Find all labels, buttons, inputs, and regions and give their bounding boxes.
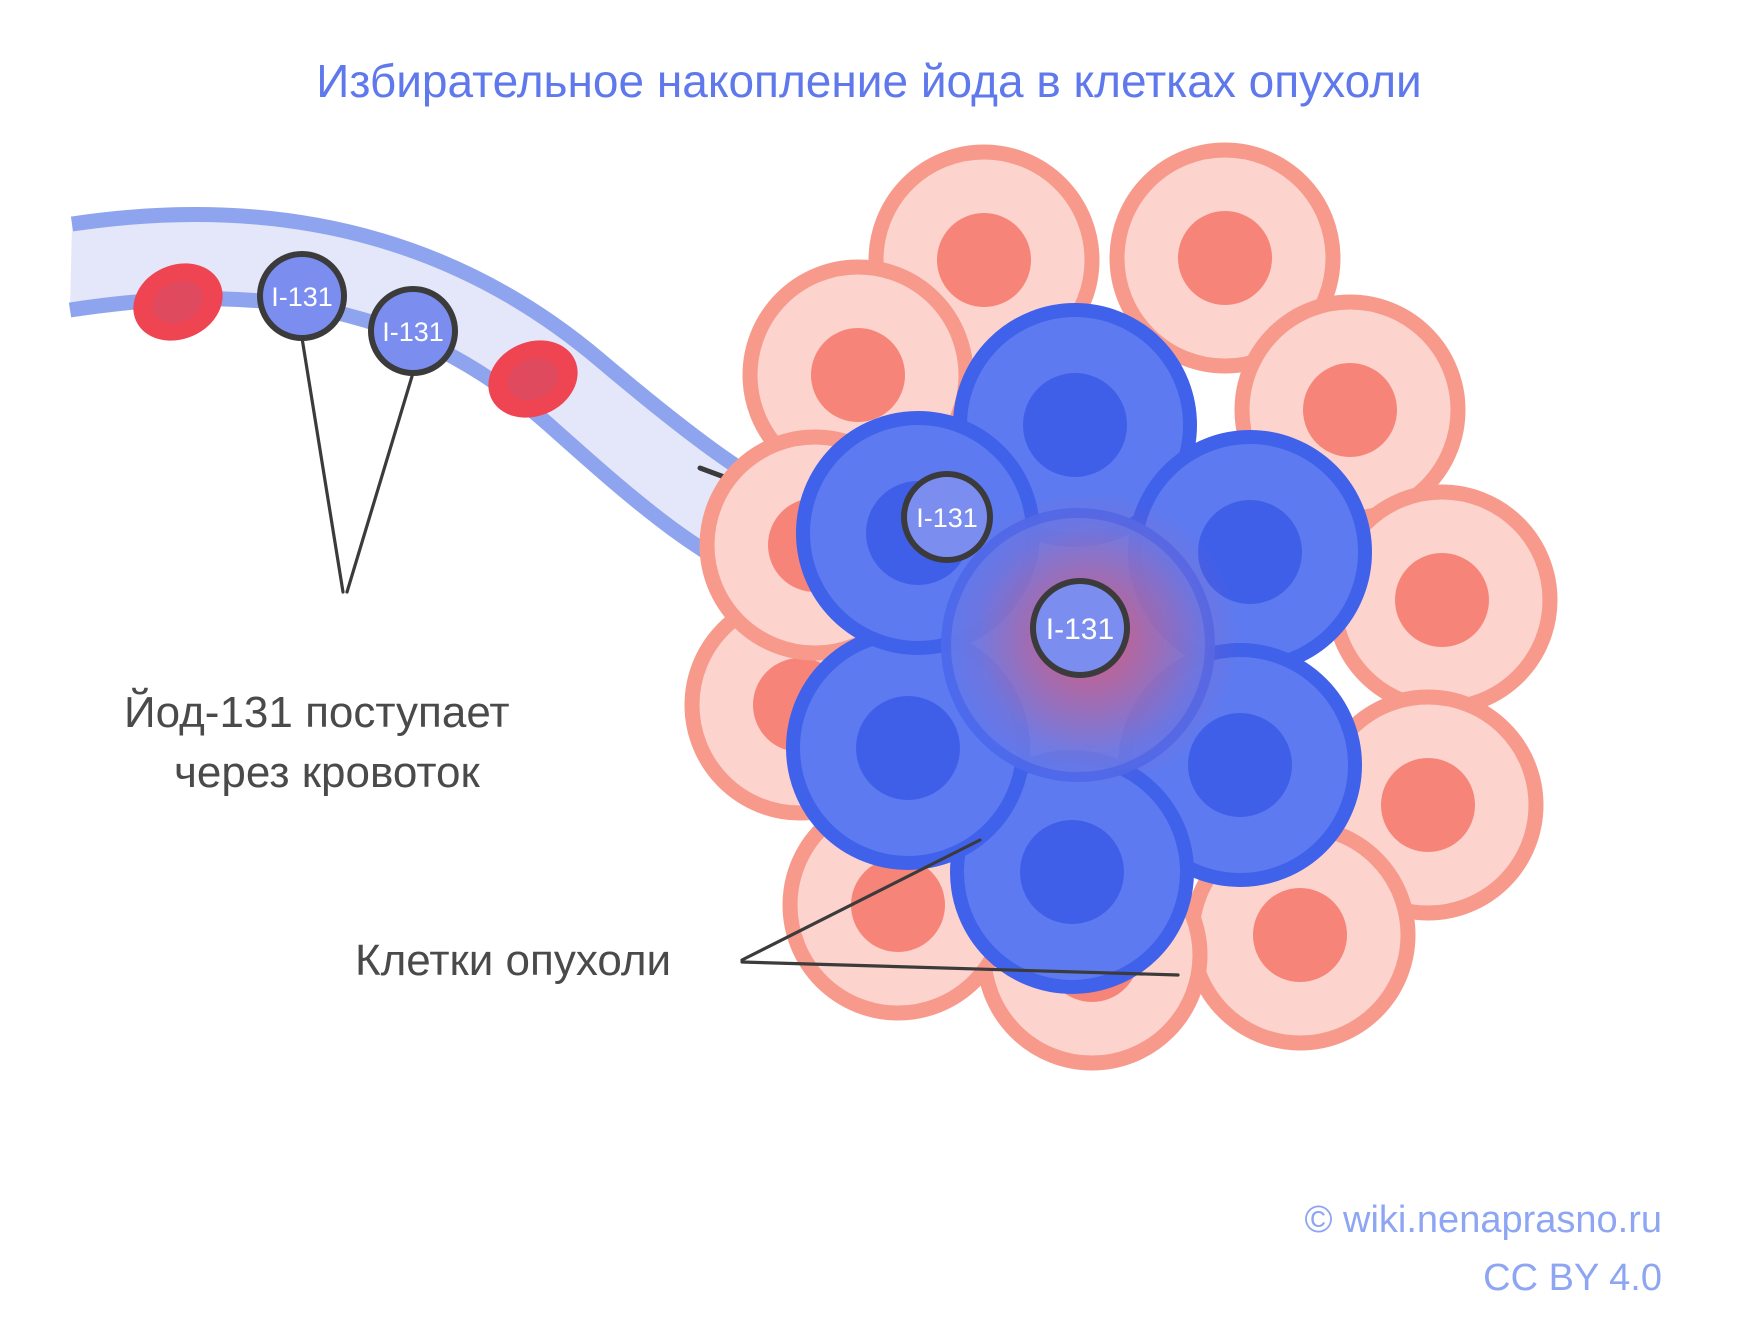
i131-badge[interactable]: I-131 [257,251,347,341]
watermark-site: © wiki.nenaprasno.ru [1304,1199,1662,1241]
page-title: Избирательное накопление йода в клетках … [316,55,1421,107]
watermark: © wiki.nenaprasno.ru CC BY 4.0 [1304,1199,1662,1299]
blood-flow-annotation-line2: через кровоток [174,748,480,797]
blood-label-leader [300,336,415,594]
i131-badge-label: I-131 [916,503,978,533]
blood-flow-annotation-line1: Йод-131 поступает [124,686,510,737]
red-blood-cell [133,263,223,341]
i131-badge-label: I-131 [382,317,444,347]
red-blood-cell [488,340,578,418]
i131-badge[interactable]: I-131 [368,286,458,376]
blood-flow-annotation: Йод-131 поступает через кровоток [124,686,510,797]
tumor-cell [950,750,1194,994]
tumor-cells-annotation: Клетки опухоли [355,936,671,985]
i131-badge[interactable]: I-131 [1030,578,1130,678]
tumor-label-leader [740,838,1180,977]
watermark-license: CC BY 4.0 [1483,1257,1662,1299]
i131-badge-label: I-131 [1046,613,1114,646]
i131-badge-label: I-131 [271,282,333,312]
normal-cell [1109,142,1341,374]
i131-badge[interactable]: I-131 [901,471,993,563]
